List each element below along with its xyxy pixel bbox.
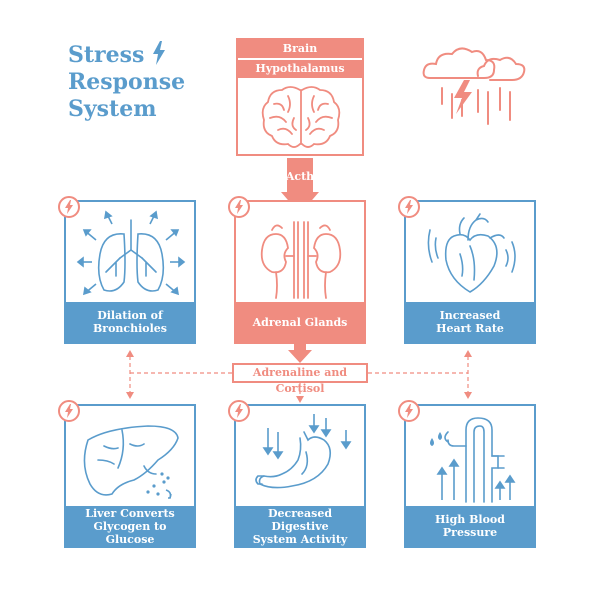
brain-box: Brain Hypothalamus xyxy=(236,38,364,156)
adrenal-glands-box: Adrenal Glands xyxy=(234,200,366,344)
acth-label: Acth xyxy=(285,170,315,183)
adrenal-to-mediator-arrow xyxy=(288,344,312,363)
lungs-icon xyxy=(76,210,186,296)
adrenal-glands-label: Adrenal Glands xyxy=(236,302,364,342)
blood-pressure-box: High Blood Pressure xyxy=(404,404,536,548)
storm-cloud-icon xyxy=(422,47,526,125)
title-line-3: System xyxy=(68,96,157,122)
lightning-bolt-icon xyxy=(405,404,413,418)
heart-rate-box: Increased Heart Rate xyxy=(404,200,536,344)
title-line-2: Response xyxy=(68,69,186,95)
bronchioles-label: Dilation of Bronchioles xyxy=(66,302,194,342)
title-line-1: Stress xyxy=(68,42,145,68)
brain-icon xyxy=(261,86,341,148)
lightning-bolt-icon xyxy=(153,41,165,65)
lightning-bolt-icon xyxy=(65,404,73,418)
liver-box: Liver Converts Glycogen to Glucose xyxy=(64,404,196,548)
lightning-bolt-icon xyxy=(405,200,413,214)
brain-label: Brain xyxy=(238,40,362,58)
alert-badge-heart xyxy=(398,196,420,218)
diagram-title: Stress Response System xyxy=(68,41,238,123)
liver-icon xyxy=(83,425,179,499)
heart-rate-label: Increased Heart Rate xyxy=(406,302,534,342)
alert-badge-liver xyxy=(58,400,80,422)
bronchioles-box: Dilation of Bronchioles xyxy=(64,200,196,344)
alert-badge-digestive xyxy=(228,400,250,422)
digestive-box: Decreased Digestive System Activity xyxy=(234,404,366,548)
lightning-bolt-icon xyxy=(65,200,73,214)
blood-pressure-label: High Blood Pressure xyxy=(406,506,534,546)
liver-label: Liver Converts Glycogen to Glucose xyxy=(66,506,194,546)
adrenaline-cortisol-label: Adrenaline and Cortisol xyxy=(232,363,368,395)
lightning-bolt-icon xyxy=(235,404,243,418)
lightning-bolt-icon xyxy=(235,200,243,214)
adrenal-glands-icon xyxy=(260,221,342,299)
heart-icon xyxy=(427,213,516,293)
alert-badge-bronchioles xyxy=(58,196,80,218)
hypothalamus-label: Hypothalamus xyxy=(238,60,362,78)
digestive-label: Decreased Digestive System Activity xyxy=(236,506,364,546)
blood-vessels-icon xyxy=(430,417,516,503)
alert-badge-blood-pressure xyxy=(398,400,420,422)
stomach-icon xyxy=(255,414,352,489)
alert-badge-adrenal xyxy=(228,196,250,218)
acth-arrow: Acth xyxy=(281,158,319,214)
